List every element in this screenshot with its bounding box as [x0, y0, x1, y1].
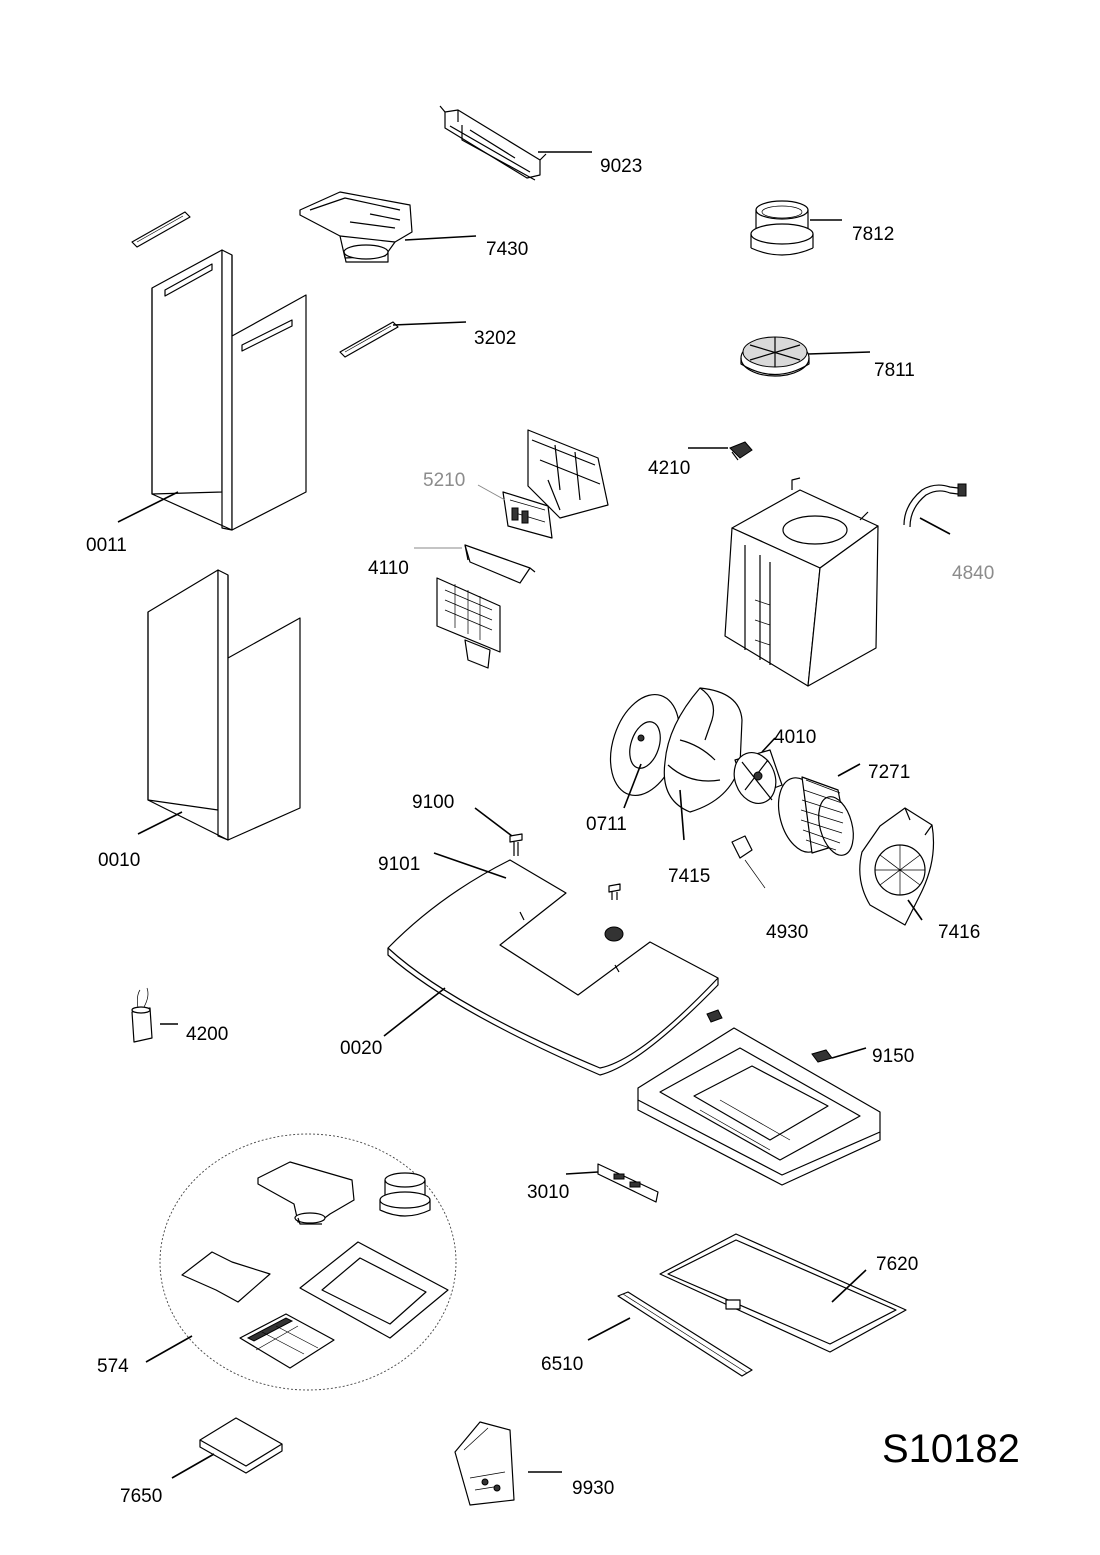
part-7415-volute: [663, 687, 743, 813]
label-9150: 9150: [872, 1046, 914, 1067]
part-4200-capacitor: [131, 987, 153, 1043]
part-hood-body: [637, 1027, 881, 1186]
label-7620: 7620: [876, 1254, 918, 1275]
part-574-kit: [159, 1133, 457, 1391]
part-9100-screw: [509, 833, 621, 900]
part-7812-connector: [750, 200, 814, 256]
label-9100: 9100: [412, 792, 454, 813]
label-0011: 0011: [86, 535, 127, 556]
part-0011-upper-chimney: [151, 249, 307, 531]
label-9930: 9930: [572, 1478, 614, 1499]
label-4930: 4930: [766, 922, 808, 943]
leader-lines: [117, 151, 951, 1479]
part-9023-bracket: [439, 105, 547, 181]
part-6510-strip: [617, 1291, 753, 1377]
label-3202: 3202: [474, 328, 516, 349]
part-motor-housing: [724, 477, 879, 687]
part-0010-lower-chimney: [147, 569, 301, 841]
part-0020-glass-canopy: [387, 859, 719, 1076]
part-4110: [464, 544, 536, 584]
label-7811: 7811: [874, 360, 915, 381]
part-7650-pad: [199, 1417, 283, 1474]
label-574: 574: [97, 1356, 129, 1377]
part-0711-plate: [609, 693, 681, 797]
sheet-id: S10182: [882, 1427, 1020, 1471]
label-4110: 4110: [368, 558, 409, 579]
label-0010: 0010: [98, 850, 140, 871]
label-4200: 4200: [186, 1024, 228, 1045]
part-4930: [731, 835, 766, 889]
label-7416: 7416: [938, 922, 980, 943]
label-7415: 7415: [668, 866, 710, 887]
part-3202-gaskets: [131, 211, 399, 358]
part-7416-volute-half: [859, 807, 935, 926]
label-9023: 9023: [600, 156, 642, 177]
part-control-panel: [436, 577, 501, 669]
part-9930-bag: [454, 1421, 515, 1506]
part-4010-motor: [733, 749, 783, 804]
label-0711: 0711: [586, 814, 627, 835]
label-7812: 7812: [852, 224, 894, 245]
part-7620-grease-filter: [659, 1233, 907, 1353]
label-4840: 4840: [952, 563, 994, 584]
label-0020: 0020: [340, 1038, 382, 1059]
label-6510: 6510: [541, 1354, 583, 1375]
label-3010: 3010: [527, 1182, 569, 1203]
part-4840-cable: [903, 483, 967, 528]
label-4010: 4010: [774, 727, 816, 748]
label-4210: 4210: [648, 458, 690, 479]
part-7811-carbon-filter: [740, 336, 810, 377]
part-3010-switch-strip: [597, 1163, 659, 1203]
label-7650: 7650: [120, 1486, 162, 1507]
label-5210: 5210: [423, 470, 465, 491]
label-7271: 7271: [868, 762, 910, 783]
part-5210-control-board: [502, 429, 609, 539]
part-7430-air-outlet: [299, 191, 413, 263]
part-7271-blower-wheel: [777, 776, 854, 856]
label-7430: 7430: [486, 239, 528, 260]
label-9101: 9101: [378, 854, 420, 875]
part-4210-connector: [729, 441, 753, 461]
